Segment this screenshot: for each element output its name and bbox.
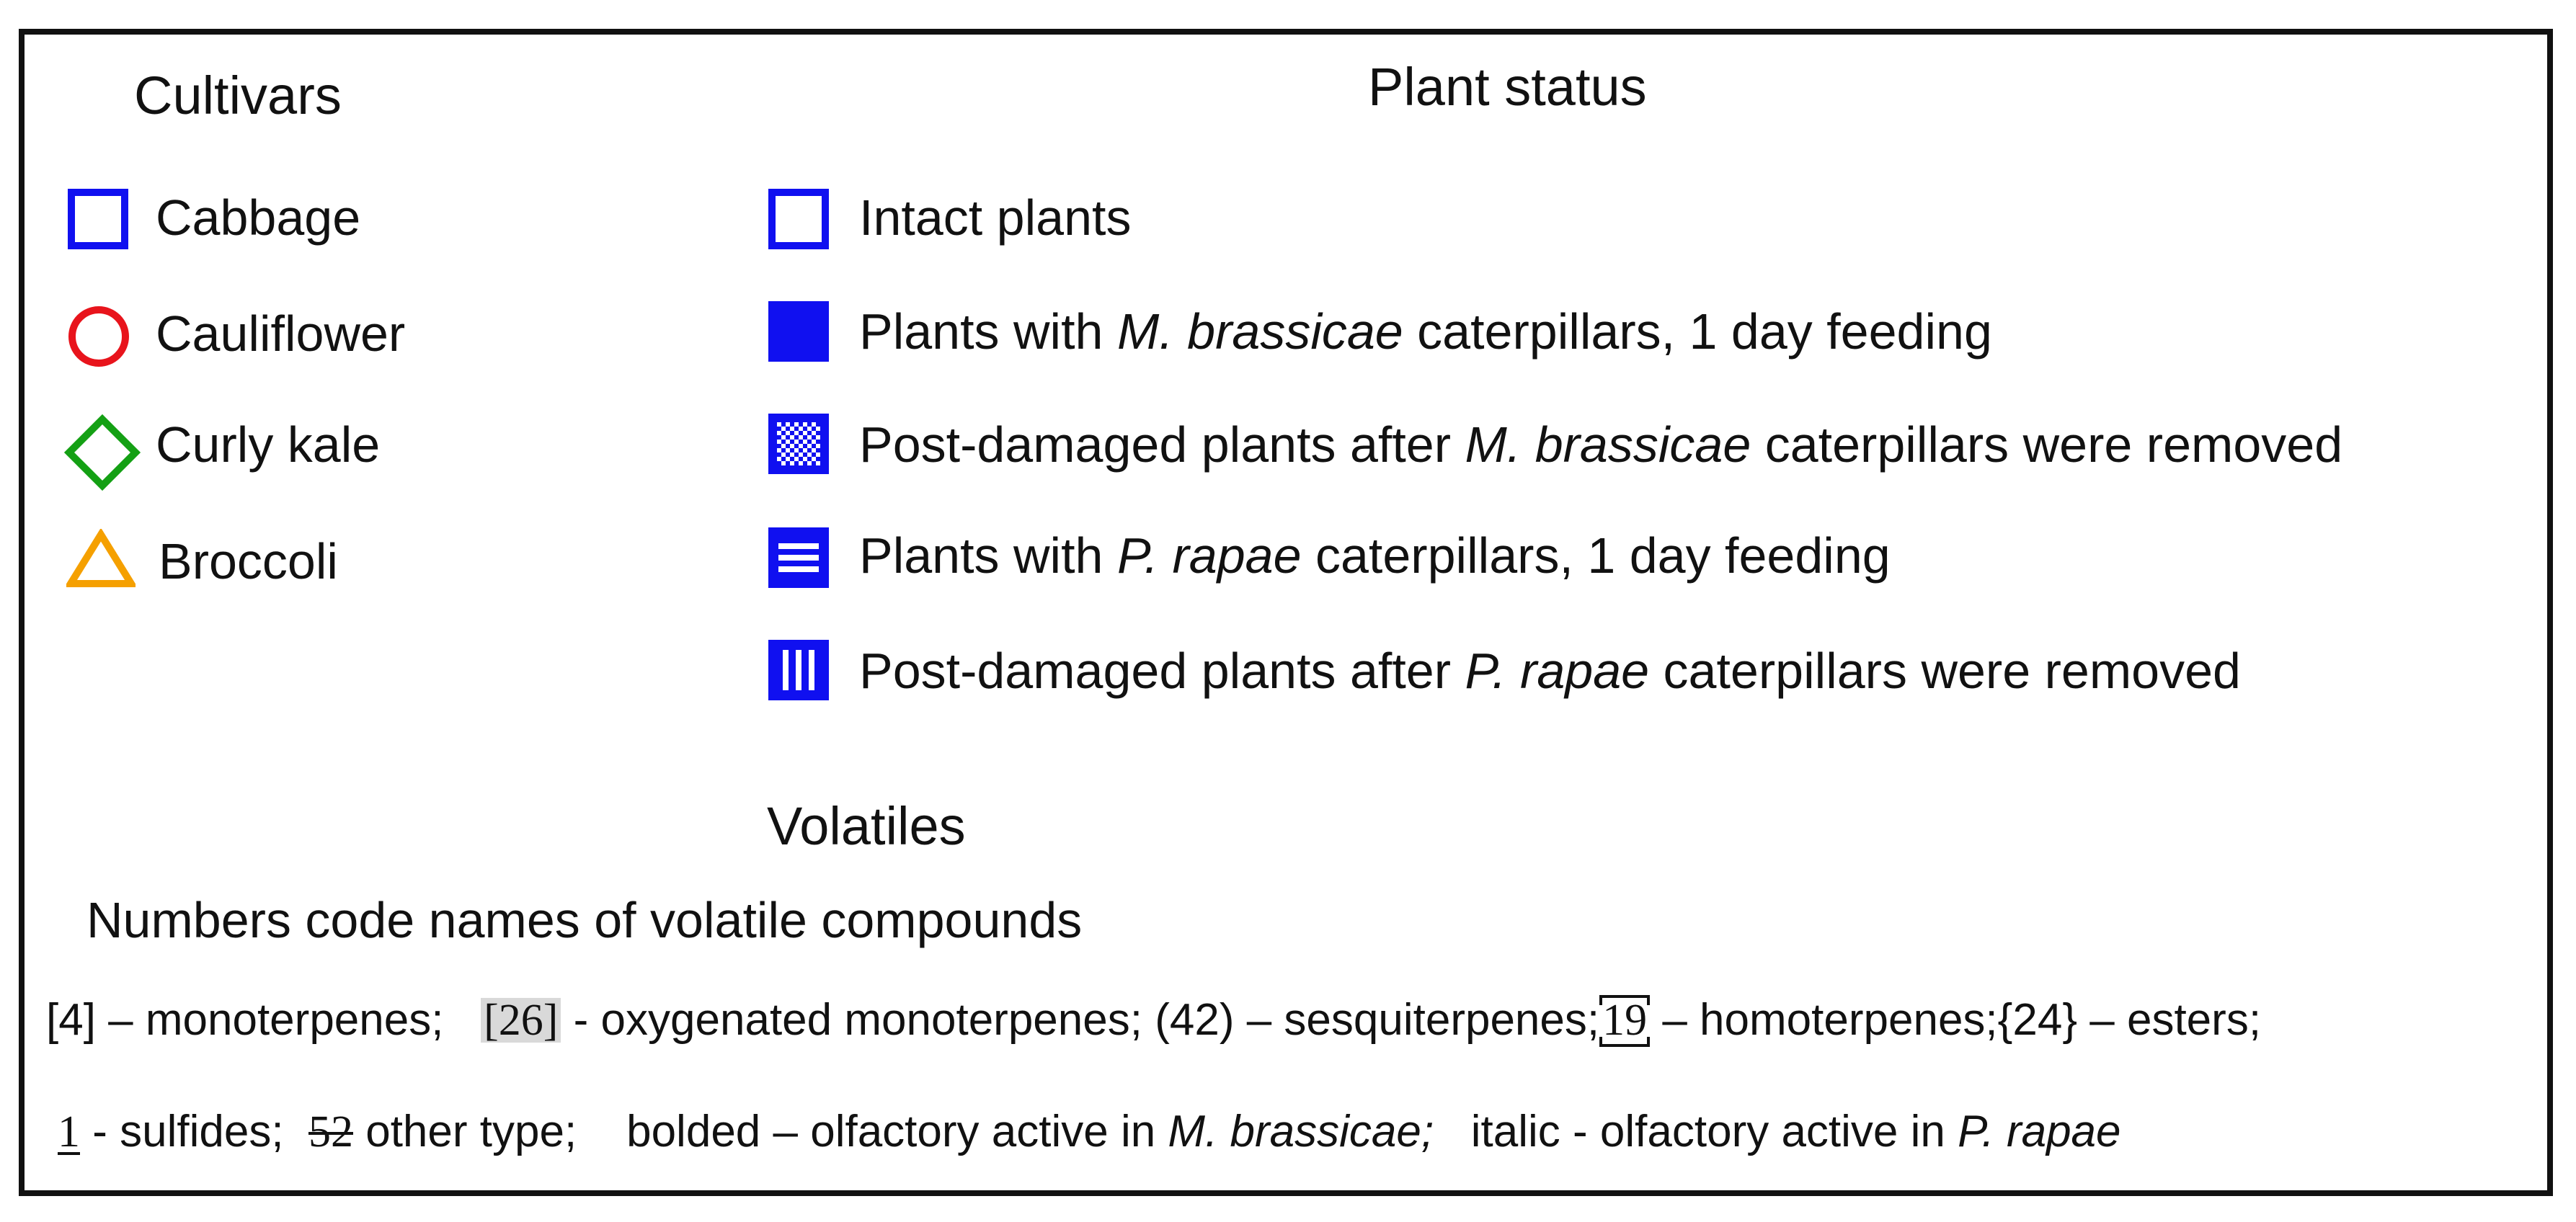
status-label-prefix: Post-damaged plants after [859,643,1465,699]
status-label-suffix: caterpillars, 1 day feeding [1403,303,1992,360]
horizontal-striped-square-marker [768,527,829,588]
esters-text: – esters; [2077,995,2262,1045]
oxygenated-monoterpenes-text: - oxygenated monoterpenes; [561,995,1142,1045]
checkered-square-marker [768,414,829,474]
status-label-prefix: Post-damaged plants after [859,416,1465,473]
cultivar-label: Curly kale [156,416,381,473]
open-square-marker [768,189,829,249]
monoterpenes-code: [4] [46,995,96,1045]
monoterpenes-text: – monoterpenes; [95,995,444,1045]
species-name: M. brassicae [1465,416,1751,473]
cultivar-label: Cauliflower [156,306,406,362]
italic-note-species: P. rapae [1958,1107,2121,1156]
oxygenated-monoterpenes-code: [26] [481,998,561,1043]
sesquiterpenes-code: (42) [1155,995,1235,1045]
legend-frame [19,29,2553,1196]
other-type-code: 52 [308,1107,353,1156]
status-label-suffix: caterpillars were removed [1649,643,2241,699]
filled-square-marker [768,301,829,362]
status-label: Post-damaged plants after M. brassicae c… [859,419,2342,470]
sulfides-code: 1 [58,1107,80,1156]
cultivar-label: Cabbage [156,189,361,246]
bolded-note-species: M. brassicae; [1168,1107,1434,1156]
status-label-suffix: caterpillars, 1 day feeding [1301,527,1891,584]
status-label: Post-damaged plants after P. rapae cater… [859,646,2241,696]
homoterpenes-text: – homoterpenes; [1650,995,1998,1045]
italic-note-text: italic - olfactory active in [1470,1107,1958,1156]
cultivar-label: Broccoli [159,533,338,589]
esters-code: {24} [1997,995,2078,1045]
plant-status-heading: Plant status [1368,57,1647,117]
volatiles-heading: Volatiles [767,796,966,856]
status-label: Intact plants [859,192,1131,243]
volatiles-description: Numbers code names of volatile compounds [86,892,1083,948]
cultivars-heading: Cultivars [134,66,342,125]
bolded-note-text: bolded – olfactory active in [626,1107,1168,1156]
status-label: Plants with P. rapae caterpillars, 1 day… [859,530,1891,581]
species-name: M. brassicae [1116,303,1403,360]
open-diamond-marker [63,414,141,491]
homoterpenes-code: 19 [1599,995,1651,1047]
sulfides-text: - sulfides; [80,1107,284,1156]
open-circle-marker [68,306,130,367]
sesquiterpenes-text: – sesquiterpenes; [1234,995,1600,1045]
status-label-suffix: caterpillars were removed [1751,416,2343,473]
other-type-text: other type; [353,1107,577,1156]
status-label: Plants with M. brassicae caterpillars, 1… [859,306,1992,357]
species-name: P. rapae [1116,527,1302,584]
status-label-prefix: Intact plants [859,189,1132,246]
open-triangle-marker [66,529,136,588]
status-label-prefix: Plants with [859,527,1117,584]
volatiles-key-line-1: [4] – monoterpenes; [26] - oxygenated mo… [46,995,2262,1047]
vertical-striped-square-marker [768,640,829,700]
species-name: P. rapae [1465,643,1650,699]
open-square-marker [68,189,128,249]
volatiles-key-line-2: 1 - sulfides; 52 other type; bolded – ol… [58,1107,2121,1156]
status-label-prefix: Plants with [859,303,1117,360]
